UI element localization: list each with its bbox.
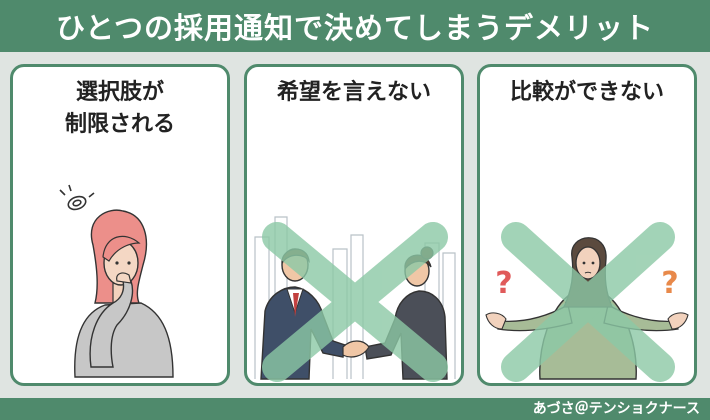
question-mark-icon: ? [495, 266, 512, 301]
card-title-cannot-state-wishes: 希望を言えない [247, 77, 461, 109]
handshake-illustration [254, 216, 456, 382]
shrugging-woman-illustration: ? ? [485, 222, 689, 382]
footer-bar: あづさ＠テンショクナース [0, 398, 710, 420]
page-title: ひとつの採用通知で決めてしまうデメリット [56, 11, 654, 45]
question-mark-icon: ? [661, 266, 678, 301]
card-title-cannot-compare: 比較ができない [480, 77, 694, 109]
card-cannot-state-wishes: 希望を言えない [244, 64, 464, 386]
card-title-line: 選択肢が [75, 80, 164, 105]
author-credit: あづさ＠テンショクナース [532, 401, 700, 417]
cross-mark-icon [501, 222, 675, 382]
cards-area: 選択肢が 制限される [0, 52, 710, 398]
card-title-line: 希望を言えない [276, 80, 431, 105]
card-title-line: 制限される [64, 112, 175, 137]
confused-scribble-icon [59, 184, 95, 211]
card-title-line: 比較ができない [509, 80, 664, 105]
card-cannot-compare: ? ? 比較ができない [477, 64, 697, 386]
card-title-limited-options: 選択肢が 制限される [13, 77, 227, 141]
cross-mark-icon [262, 222, 448, 382]
card-limited-options: 選択肢が 制限される [10, 64, 230, 386]
header-bar: ひとつの採用通知で決めてしまうデメリット [0, 0, 710, 52]
worried-woman-illustration [59, 184, 174, 378]
